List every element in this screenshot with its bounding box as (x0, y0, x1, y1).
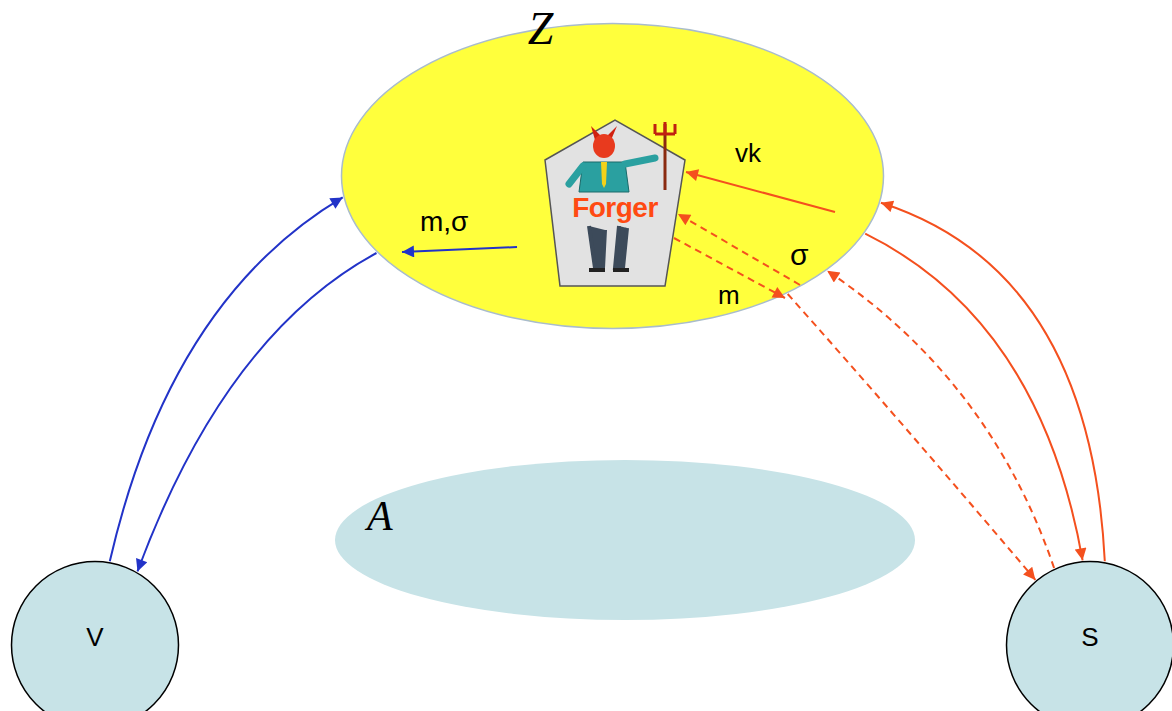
message-arrow (110, 197, 343, 561)
adversary-ellipse: A (335, 460, 915, 620)
forger-box: Forger (543, 118, 687, 288)
message-arrow (138, 253, 377, 571)
scope-name: Z (528, 2, 554, 55)
verifier-circle-text-area: V (10, 560, 180, 711)
signature-label: σ (790, 238, 809, 272)
output-arrow (402, 247, 517, 252)
message-label: m (718, 280, 740, 311)
key-label: vk (735, 138, 761, 169)
adversary-name: A (367, 492, 393, 540)
forger-box-text-area: Forger (543, 118, 687, 288)
verifier-name: V (86, 622, 103, 653)
adversary-ellipse-text-area: A (335, 460, 915, 620)
signer-circle: S (1005, 560, 1172, 711)
adversary-ellipse-outline (335, 460, 915, 620)
forger-figure (569, 122, 675, 270)
message-arrow (865, 234, 1082, 561)
scope-ellipse: ZForger (340, 22, 885, 330)
verifier-circle: V (10, 560, 180, 711)
message-arrow (881, 203, 1105, 562)
signature-arrow (678, 214, 800, 285)
forger-name: Forger (572, 192, 658, 224)
output-label: m,σ (420, 206, 468, 238)
signer-circle-text-area: S (1005, 560, 1172, 711)
signer-name: S (1081, 622, 1098, 653)
key-arrow (686, 172, 835, 212)
